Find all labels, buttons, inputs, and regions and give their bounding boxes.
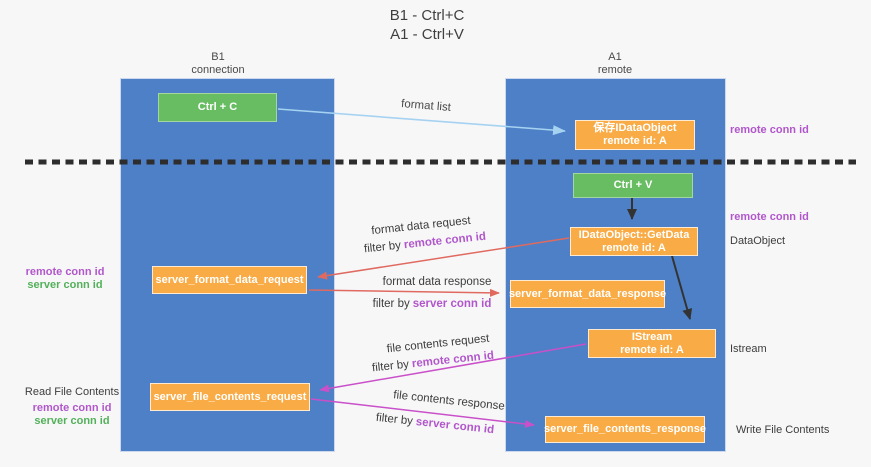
left-format-server-conn-id: server conn id xyxy=(27,279,103,291)
lane-a1-role: remote xyxy=(597,64,633,76)
getdata-line1: IDataObject::GetData xyxy=(578,228,690,241)
left-format-remote-conn-id: remote conn id xyxy=(25,266,105,278)
lane-header-a1: A1 remote xyxy=(598,51,632,77)
server-file-contents-response-label: server_file_contents_response xyxy=(543,423,707,435)
right-getdata-remote-conn-id: remote conn id xyxy=(730,211,809,223)
save-idataobject-line2: remote id: A xyxy=(603,135,667,147)
ctrl-v-box: Ctrl + V xyxy=(573,173,693,198)
left-file-remote-conn-id: remote conn id xyxy=(32,402,112,414)
server-file-contents-request-label: server_file_contents_request xyxy=(153,390,307,403)
ctrl-v-label: Ctrl + V xyxy=(613,179,653,191)
server-file-contents-request-box: server_file_contents_request xyxy=(150,383,310,411)
server-format-data-request-label: server_format_data_request xyxy=(155,273,304,286)
format-data-response-label: format data response xyxy=(382,276,492,288)
left-file-server-conn-id: server conn id xyxy=(34,415,110,427)
save-idataobject-box: 保存IDataObject remote id: A xyxy=(575,120,695,150)
dataobject-label: DataObject xyxy=(730,235,786,247)
istream-line1: IStream xyxy=(631,330,673,343)
title-line-2: A1 - Ctrl+V xyxy=(390,26,464,43)
save-idataobject-line1: 保存IDataObject xyxy=(593,122,677,134)
right-top-remote-conn-id: remote conn id xyxy=(730,124,809,136)
diagram-title: B1 - Ctrl+C A1 - Ctrl+V xyxy=(390,6,465,44)
lane-header-b1: B1 connection xyxy=(191,51,244,77)
server-file-contents-response-box: server_file_contents_response xyxy=(543,416,707,443)
ctrl-c-box: Ctrl + C xyxy=(158,93,277,122)
lane-a1-name: A1 xyxy=(608,51,622,63)
server-format-data-request-box: server_format_data_request xyxy=(152,266,307,294)
istream-line2: remote id: A xyxy=(620,343,684,356)
title-line-1: B1 - Ctrl+C xyxy=(389,7,465,24)
getdata-line2: remote id: A xyxy=(602,241,666,254)
write-file-contents-label: Write File Contents xyxy=(736,424,830,436)
file-contents-response-filter-label: filter by server conn id xyxy=(375,411,495,437)
ctrl-c-label: Ctrl + C xyxy=(197,101,238,113)
format-data-response-arrow xyxy=(308,288,500,297)
istream-box: IStream remote id: A xyxy=(588,329,716,358)
format-data-response-filter-label: filter by server conn id xyxy=(372,298,492,310)
idataobject-getdata-box: IDataObject::GetData remote id: A xyxy=(570,227,698,256)
lane-b1-role: connection xyxy=(191,64,245,76)
file-contents-response-label: file contents response xyxy=(392,389,506,413)
lane-b1-name: B1 xyxy=(211,51,225,63)
server-format-data-response-box: server_format_data_response xyxy=(508,280,667,308)
left-format-conn-ids: remote conn id server conn id xyxy=(24,266,106,292)
istream-side-label: Istream xyxy=(730,343,767,355)
left-file-annotations: Read File Contents remote conn id server… xyxy=(20,386,124,428)
read-file-contents-label: Read File Contents xyxy=(24,386,120,398)
format-list-label: format list xyxy=(400,98,452,114)
server-format-data-response-label: server_format_data_response xyxy=(508,287,667,300)
